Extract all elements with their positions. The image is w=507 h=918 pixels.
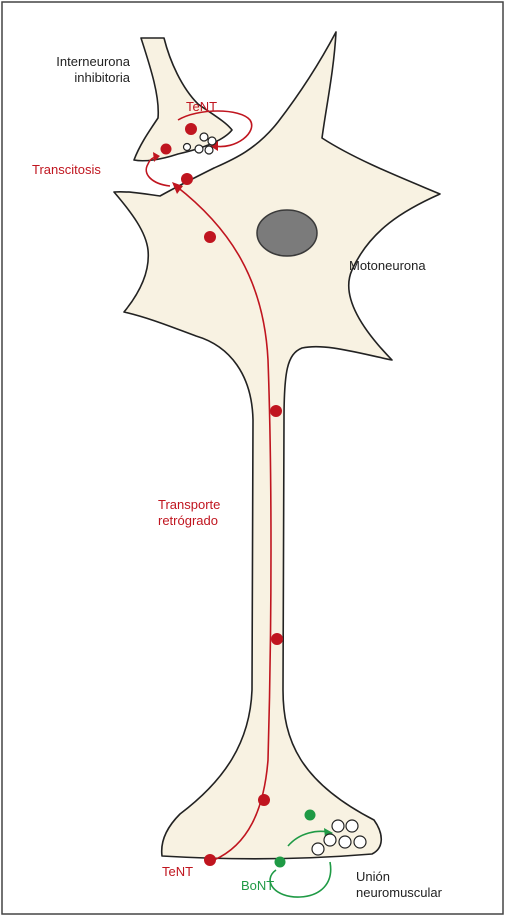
transporte-line1: Transporte [158,497,220,513]
interneurona-line1: Interneurona [20,54,130,70]
interneurona-label: Interneurona inhibitoria [20,54,130,86]
motoneurona-label: Motoneurona [349,258,426,274]
nucleus [257,210,317,256]
union-label: Unión neuromuscular [356,869,442,901]
union-line1: Unión [356,869,442,885]
transporte-line2: retrógrado [158,513,220,529]
interneurona-line2: inhibitoria [20,70,130,86]
union-line2: neuromuscular [356,885,442,901]
transporte-label: Transporte retrógrado [158,497,220,529]
tent-bottom-label: TeNT [162,864,193,880]
transcitosis-label: Transcitosis [32,162,101,178]
tent-top-label: TeNT [186,99,217,115]
bont-label: BoNT [241,878,274,894]
